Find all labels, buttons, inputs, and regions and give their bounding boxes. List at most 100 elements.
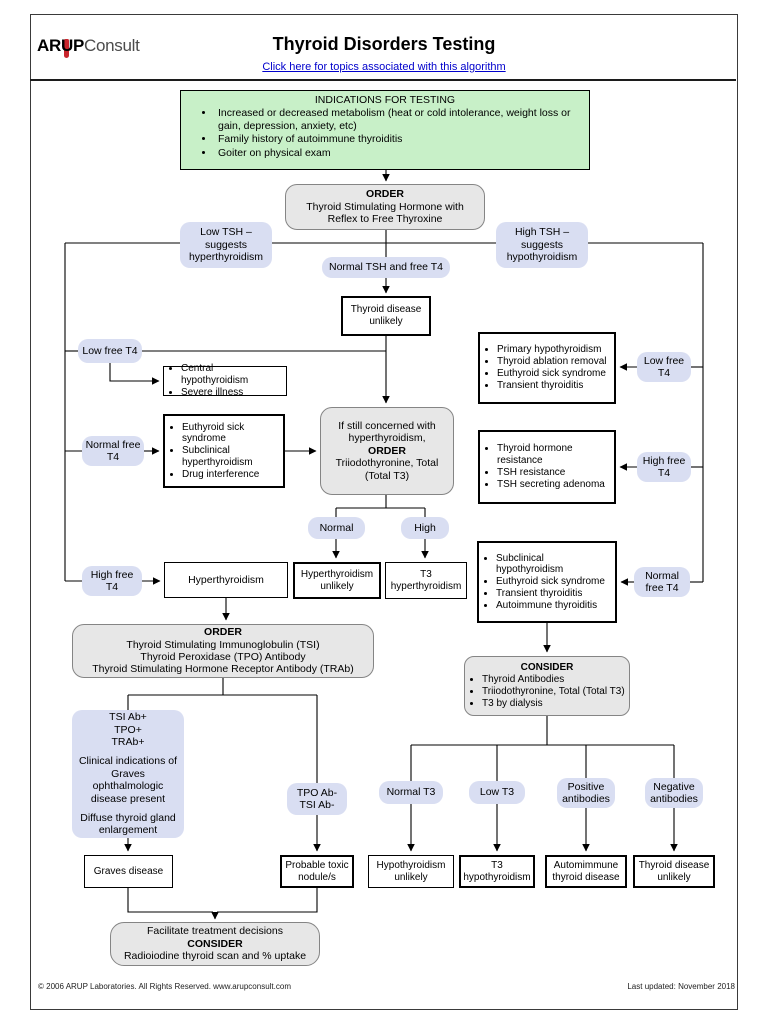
euthyroid-sick-box: Euthyroid sick syndromeSubclinical hyper… (163, 414, 285, 488)
autoimmune-thyroid-disease-box: Automimmune thyroid disease (545, 855, 627, 888)
logo-text: AR (37, 36, 61, 55)
bullet-item: TSH secreting adenoma (497, 479, 610, 491)
bullet-item: Primary hypothyroidism (497, 344, 607, 356)
thyroid-disease-unlikely-box: Thyroid disease unlikely (341, 296, 431, 336)
pill-normal-tsh-free-t4: Normal TSH and free T4 (322, 257, 450, 278)
hyperthyroidism-unlikely-box: Hyperthyroidism unlikely (293, 562, 381, 599)
hypothyroidism-unlikely-box: Hypothyroidism unlikely (368, 855, 454, 888)
bullet-item: Transient thyroiditis (496, 588, 611, 600)
pill-low-tsh: Low TSH – suggests hyperthyroidism (180, 222, 272, 268)
high-tsh-normal-ft4-box: Subclinical hypothyroidismEuthyroid sick… (477, 541, 617, 623)
bullet-item: Severe illness (181, 387, 282, 399)
bullet-item: Euthyroid sick syndrome (497, 368, 607, 380)
pill-high-tsh: High TSH – suggests hypothyroidism (496, 222, 588, 268)
indications-box: INDICATIONS FOR TESTING Increased or dec… (180, 90, 590, 170)
connector-arrows (109, 170, 678, 920)
consider-final-box: Facilitate treatment decisions CONSIDER … (110, 922, 320, 966)
bullet-item: Subclinical hypothyroidism (496, 553, 611, 577)
bullet-list: Central hypothyroidismSevere illness (168, 363, 282, 398)
node-text: Thyroid Stimulating Hormone with Reflex … (306, 200, 464, 226)
node-text: TRAb+ (111, 736, 145, 749)
graves-disease-box: Graves disease (84, 855, 173, 888)
bullet-list: Primary hypothyroidismThyroid ablation r… (484, 344, 607, 391)
pill-low-free-t4-left: Low free T4 (78, 339, 142, 363)
bullet-list: Euthyroid sick syndromeSubclinical hyper… (169, 422, 279, 481)
bullet-item: Euthyroid sick syndrome (496, 576, 611, 588)
indications-list: Increased or decreased metabolism (heat … (189, 107, 581, 159)
high-tsh-low-ft4-box: Primary hypothyroidismThyroid ablation r… (478, 332, 616, 404)
page-border (30, 14, 738, 1010)
node-text: TPO+ (114, 723, 142, 736)
pill-negative-antibodies: Negative antibodies (645, 778, 703, 808)
node-text: Clinical indications of Graves ophthalmo… (78, 755, 178, 805)
pill-normal-free-t4-right: Normal free T4 (634, 567, 690, 597)
header-divider (30, 79, 736, 81)
consider-label: CONSIDER (187, 937, 243, 950)
pill-t3-high: High (401, 517, 449, 539)
bullet-list: Thyroid hormone resistanceTSH resistance… (484, 443, 610, 490)
order-antibodies-box: ORDER Thyroid Stimulating Immunoglobulin… (72, 624, 374, 678)
copyright-text: © 2006 ARUP Laboratories. All Rights Res… (38, 982, 291, 991)
t3-hypothyroidism-box: T3 hypothyroidism (459, 855, 535, 888)
bullet-item: Transient thyroiditis (497, 380, 607, 392)
order-tsh-box: ORDER Thyroid Stimulating Hormone with R… (285, 184, 485, 230)
pill-low-t3: Low T3 (469, 781, 525, 804)
pill-low-free-t4-right: Low free T4 (637, 352, 691, 382)
tsi-positive-panel: TSI Ab+ TPO+ TRAb+ Clinical indications … (72, 710, 184, 838)
pill-positive-antibodies: Positive antibodies (557, 778, 615, 808)
order-label: ORDER (366, 188, 404, 201)
thyroid-disease-unlikely-box-2: Thyroid disease unlikely (633, 855, 715, 888)
bullet-item: Increased or decreased metabolism (heat … (215, 107, 581, 132)
order-total-t3-box: If still concerned with hyperthyroidism,… (320, 407, 454, 495)
topics-link[interactable]: Click here for topics associated with th… (262, 61, 506, 73)
bullet-item: Euthyroid sick syndrome (182, 422, 279, 446)
t3-hyperthyroidism-box: T3 hyperthyroidism (385, 562, 467, 599)
indications-title: INDICATIONS FOR TESTING (314, 94, 456, 106)
logo-text: Consult (84, 36, 140, 55)
bullet-item: Central hypothyroidism (181, 363, 282, 387)
node-text: Thyroid Stimulating Immunoglobulin (TSI) (126, 638, 320, 651)
node-text: TSI Ab+ (109, 711, 147, 724)
bullet-item: Thyroid Antibodies (482, 674, 625, 686)
hyperthyroidism-box: Hyperthyroidism (164, 562, 288, 598)
pill-tpo-tsi-negative: TPO Ab- TSI Ab- (287, 783, 347, 815)
logo-text: P (72, 36, 84, 55)
central-hypothyroidism-box: Central hypothyroidismSevere illness (163, 363, 287, 398)
topics-link-row: Click here for topics associated with th… (0, 61, 768, 73)
high-tsh-high-ft4-box: Thyroid hormone resistanceTSH resistance… (478, 430, 616, 504)
bullet-item: Goiter on physical exam (215, 147, 581, 159)
probable-toxic-nodule-box: Probable toxic nodule/s (280, 855, 354, 888)
node-text: Thyroid Peroxidase (TPO) Antibody (140, 651, 306, 663)
node-text: Diffuse thyroid gland enlargement (80, 811, 176, 837)
logo-text: U (60, 36, 73, 55)
node-text: Triiodothyronine, Total (Total T3) (335, 457, 439, 482)
bullet-item: TSH resistance (497, 467, 610, 479)
pill-normal-free-t4-left: Normal free T4 (82, 436, 144, 466)
connector-lines (64, 242, 704, 913)
page-title: Thyroid Disorders Testing (272, 34, 496, 54)
bullet-item: Thyroid ablation removal (497, 356, 607, 368)
bullet-item: T3 by dialysis (482, 698, 625, 710)
consider-label: CONSIDER (520, 662, 574, 674)
pill-normal-t3: Normal T3 (379, 781, 443, 804)
last-updated-text: Last updated: November 2018 (627, 982, 735, 991)
bullet-item: Family history of autoimmune thyroiditis (215, 133, 581, 145)
node-text: Radioiodine thyroid scan and % uptake (123, 950, 307, 963)
bullet-item: Subclinical hyperthyroidism (182, 445, 279, 469)
pill-high-free-t4-right: High free T4 (637, 452, 691, 482)
order-label: ORDER (368, 444, 406, 457)
node-text: If still concerned with hyperthyroidism, (338, 420, 436, 445)
consider-tests-box: CONSIDER Thyroid AntibodiesTriiodothyron… (464, 656, 630, 716)
bullet-list: Thyroid AntibodiesTriiodothyronine, Tota… (469, 674, 625, 709)
pill-high-free-t4-left: High free T4 (82, 566, 142, 596)
bullet-item: Thyroid hormone resistance (497, 443, 610, 467)
node-text: Thyroid Stimulating Hormone Receptor Ant… (92, 663, 354, 676)
bullet-item: Drug interference (182, 469, 279, 481)
bullet-list: Subclinical hypothyroidismEuthyroid sick… (483, 553, 611, 612)
node-text: Facilitate treatment decisions (147, 925, 283, 938)
bullet-item: Triiodothyronine, Total (Total T3) (482, 686, 625, 698)
bullet-item: Autoimmune thyroiditis (496, 600, 611, 612)
